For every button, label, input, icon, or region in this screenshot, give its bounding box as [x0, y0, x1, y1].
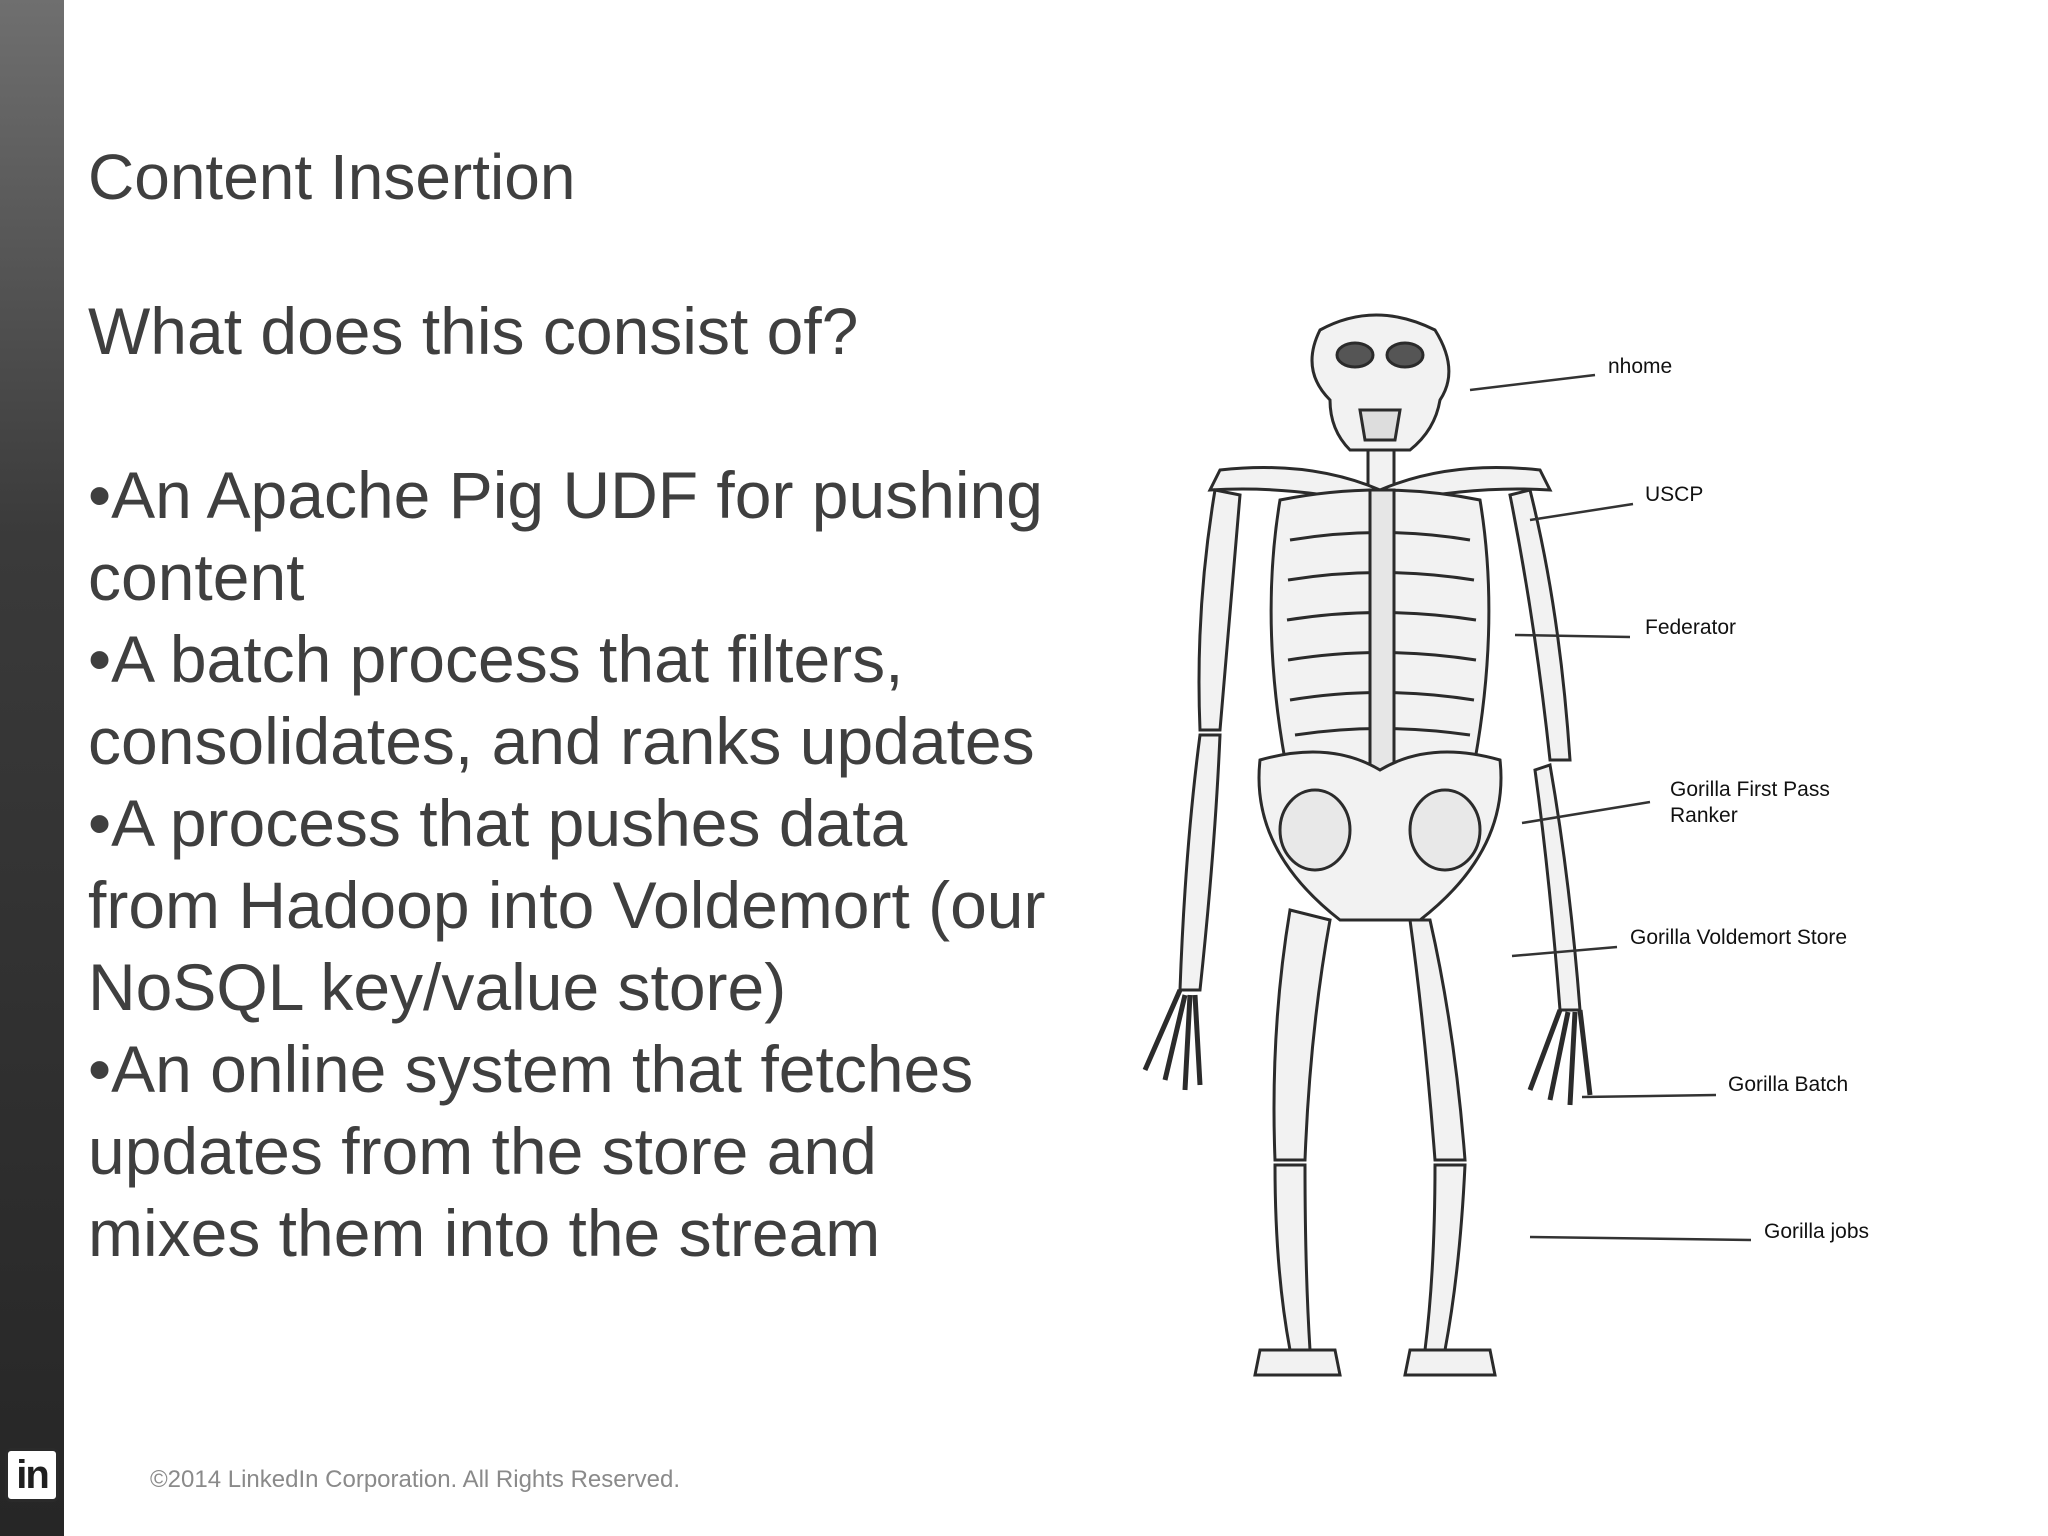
bullet-item: •An Apache Pig UDF for pushing content [88, 454, 1048, 618]
label-store: Gorilla Voldemort Store [1630, 926, 1847, 949]
logo-text: in [16, 1453, 50, 1497]
label-uscp: USCP [1645, 483, 1703, 506]
bullet-text: An online system that fetches updates fr… [88, 1032, 974, 1270]
leader-line-jobs [1529, 1235, 1752, 1242]
spacer [88, 372, 1048, 454]
bullet-item: •An online system that fetches updates f… [88, 1028, 1048, 1274]
slide-title: Content Insertion [88, 141, 576, 213]
copyright-footer: ©2014 LinkedIn Corporation. All Rights R… [150, 1466, 680, 1493]
bullet-text: A batch process that filters, consolidat… [88, 622, 1035, 778]
bullet-icon: • [88, 622, 112, 696]
label-nhome: nhome [1608, 355, 1672, 378]
bullet-text: A process that pushes data from Hadoop i… [88, 786, 1046, 1024]
sidebar-bar [0, 0, 64, 1536]
label-jobs: Gorilla jobs [1764, 1220, 1869, 1243]
leader-line-federator [1514, 633, 1631, 639]
slide-body: What does this consist of? •An Apache Pi… [88, 290, 1048, 1274]
bullet-list: •An Apache Pig UDF for pushing content •… [88, 454, 1048, 1274]
label-federator: Federator [1645, 616, 1736, 639]
label-ranker-line2: Ranker [1670, 804, 1738, 827]
bullet-icon: • [88, 786, 112, 860]
skeleton-icon [1142, 313, 1593, 1377]
leader-line-store [1511, 945, 1618, 958]
bullet-item: •A process that pushes data from Hadoop … [88, 782, 1048, 1028]
bullet-icon: • [88, 458, 112, 532]
question-text: What does this consist of? [88, 294, 859, 368]
leader-line-uscp [1529, 502, 1634, 522]
linkedin-logo-icon: in [5, 1448, 59, 1502]
label-batch: Gorilla Batch [1728, 1073, 1848, 1096]
leader-line-ranker [1521, 800, 1651, 825]
bullet-icon: • [88, 1032, 112, 1106]
leader-line-nhome [1469, 373, 1596, 392]
leader-line-batch [1581, 1093, 1717, 1099]
bullet-item: •A batch process that filters, consolida… [88, 618, 1048, 782]
leader-lines [1469, 373, 1752, 1242]
skeleton-illustration: nhome USCP Federator Gorilla First Pass … [1142, 313, 1869, 1377]
gorilla-skeleton-diagram: nhome USCP Federator Gorilla First Pass … [1090, 290, 2030, 1420]
bullet-text: An Apache Pig UDF for pushing content [88, 458, 1043, 614]
label-ranker-line1: Gorilla First Pass [1670, 778, 1830, 801]
